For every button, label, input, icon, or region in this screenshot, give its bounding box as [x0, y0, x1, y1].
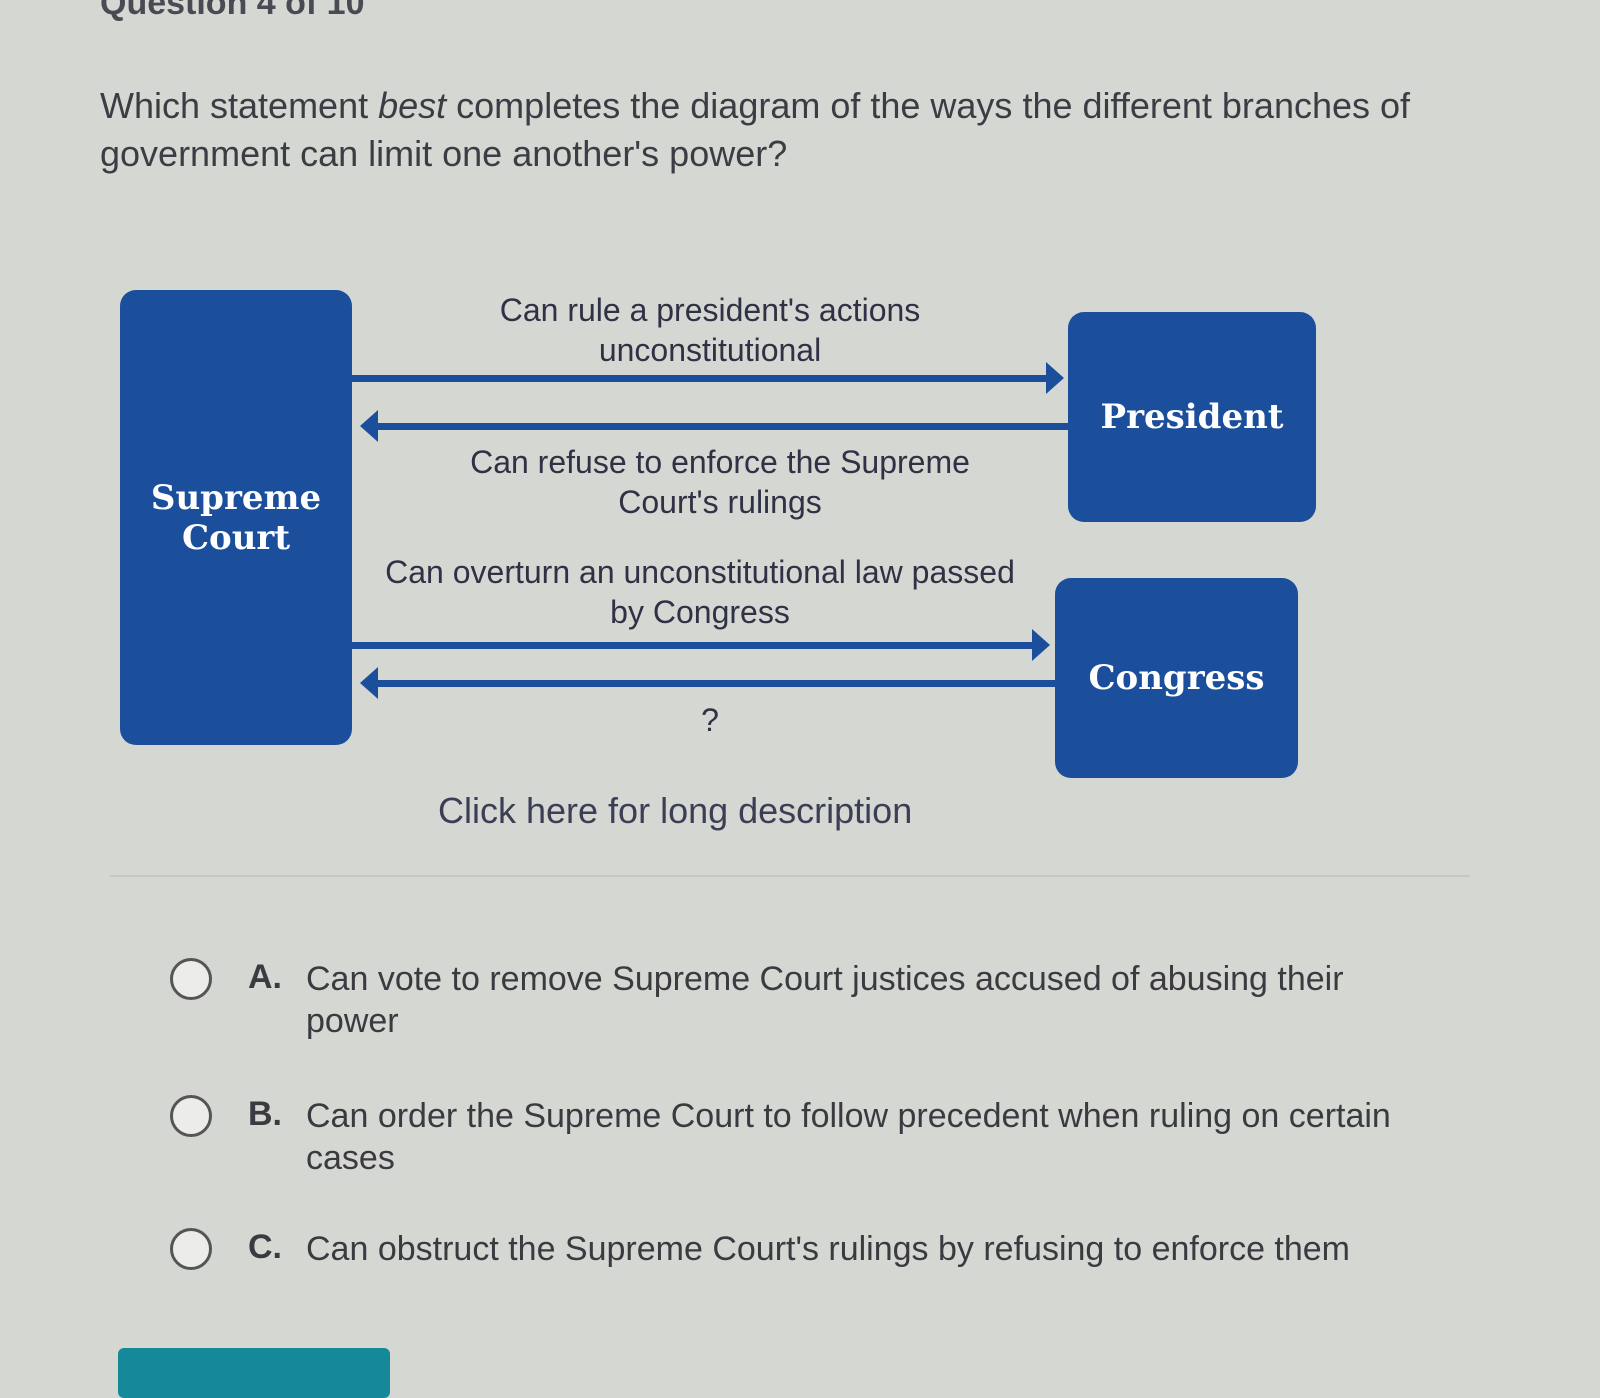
divider [110, 875, 1470, 877]
question-counter: Question 4 of 10 [100, 0, 365, 22]
prompt-before: Which statement [100, 85, 379, 126]
option-a[interactable]: A. Can vote to remove Supreme Court justi… [170, 958, 1430, 1042]
option-letter: C. [248, 1228, 282, 1266]
congress-label: Congress [1088, 658, 1265, 698]
arrow-left-icon [360, 667, 378, 699]
option-text: Can order the Supreme Court to follow pr… [306, 1097, 1391, 1177]
radio-button[interactable] [170, 1095, 212, 1137]
president-to-court-label: Can refuse to enforce the Supreme Court'… [470, 444, 970, 520]
option-text: Can obstruct the Supreme Court's rulings… [306, 1230, 1351, 1268]
prompt-emphasis: best [378, 85, 447, 126]
option-text: Can vote to remove Supreme Court justice… [306, 960, 1344, 1040]
arrow-left-icon [360, 410, 378, 442]
radio-button[interactable] [170, 1228, 212, 1270]
arrow-right-icon [1032, 629, 1050, 661]
option-letter: A. [248, 958, 282, 996]
congress-to-court-arrow [375, 680, 1055, 687]
option-b[interactable]: B. Can order the Supreme Court to follow … [170, 1095, 1430, 1179]
court-to-president-arrow [352, 375, 1048, 382]
option-c[interactable]: C. Can obstruct the Supreme Court's rulin… [170, 1228, 1430, 1270]
submit-button[interactable] [118, 1348, 390, 1398]
president-box: President [1068, 312, 1316, 522]
court-to-president-label: Can rule a president's actions unconstit… [499, 292, 921, 368]
supreme-court-label: Supreme Court [150, 477, 322, 558]
long-description-link[interactable]: Click here for long description [438, 790, 913, 831]
missing-label: ? [701, 702, 719, 738]
court-to-congress-label: Can overturn an unconstitutional law pas… [385, 554, 1015, 630]
question-prompt: Which statement best completes the diagr… [100, 82, 1420, 178]
radio-button[interactable] [170, 958, 212, 1000]
court-to-congress-arrow [352, 642, 1034, 649]
prompt-after: completes the diagram of the ways the di… [100, 85, 1411, 174]
congress-box: Congress [1055, 578, 1298, 778]
supreme-court-box: Supreme Court [120, 290, 352, 745]
option-letter: B. [248, 1095, 282, 1133]
arrow-right-icon [1046, 362, 1064, 394]
president-to-court-arrow [375, 423, 1068, 430]
president-label: President [1100, 397, 1284, 437]
